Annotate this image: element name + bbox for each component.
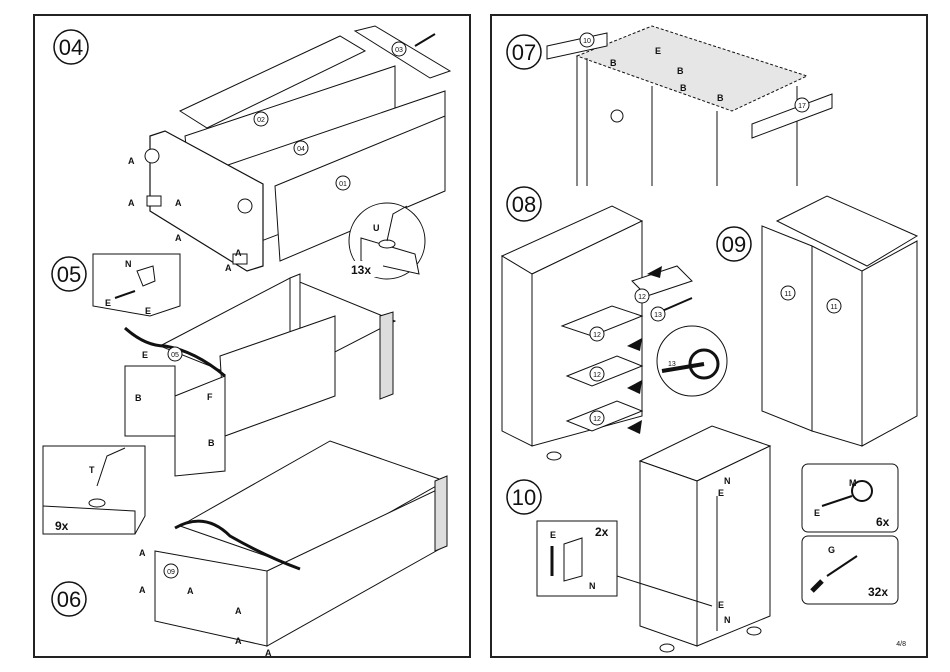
part-label: 10	[583, 38, 591, 45]
step-04-count: 13x	[351, 263, 371, 277]
box-end	[435, 476, 447, 551]
arrow	[415, 34, 435, 46]
hinge-letter: N	[724, 476, 731, 486]
frame-end	[380, 312, 393, 399]
part-label: 12	[593, 416, 601, 423]
connector-label: A	[235, 636, 242, 646]
connector-label: A	[128, 198, 135, 208]
step-10: 10 E N N E E N 2x	[507, 426, 770, 652]
connector-label: A	[187, 586, 194, 596]
hinge-letter: E	[718, 488, 724, 498]
panel-letter: E	[655, 46, 661, 56]
detail-letter: N	[589, 581, 596, 591]
foot	[747, 627, 761, 635]
connector-label: A	[139, 548, 146, 558]
part-label: 01	[339, 181, 347, 188]
foot-knob	[238, 199, 252, 213]
part-label: 13	[668, 361, 676, 368]
foot	[547, 452, 561, 460]
part-label: 12	[593, 372, 601, 379]
step-05: 05 N E E 05 B B F E	[52, 254, 395, 476]
detail-letter: E	[550, 530, 556, 540]
panel-letter: B	[717, 93, 724, 103]
foot	[660, 644, 674, 652]
cabinet-side	[697, 446, 770, 646]
leg-panel	[175, 376, 225, 476]
step-06: T 9x 09 A A A A A A 06	[43, 441, 447, 658]
part-label: 12	[638, 294, 646, 301]
connector-label: A	[175, 233, 182, 243]
part-label: 05	[171, 352, 179, 359]
step-09-count-hinge: 6x	[876, 515, 890, 529]
right-panel-drawing: 07 10 17 B B B B E 08 12 12 12	[492, 16, 930, 660]
part-label: 09	[167, 569, 175, 576]
door-11	[812, 246, 862, 446]
part-label: 17	[798, 103, 806, 110]
connector-label: A	[235, 606, 242, 616]
step-07-number: 07	[512, 40, 536, 65]
hinge-letter: E	[814, 508, 820, 518]
step-08-number: 08	[512, 192, 536, 217]
connector-label: A	[139, 585, 146, 595]
part-label: 04	[297, 146, 305, 153]
panel-17	[752, 94, 832, 138]
step-08: 08 12 12 12 12 13 13	[502, 187, 727, 460]
part-label: 12	[593, 332, 601, 339]
detail-label: E	[105, 298, 111, 308]
block	[147, 196, 161, 206]
cabinet-front	[640, 461, 697, 646]
detail-label: E	[145, 306, 151, 316]
step-04: 04 03 02 04 01 A A A A A A U 13x	[54, 26, 450, 279]
step-10-number: 10	[512, 485, 536, 510]
bracket-icon	[564, 538, 582, 581]
panel-letter: B	[610, 58, 617, 68]
connector-label: A	[235, 248, 242, 258]
tool-label: T	[89, 465, 95, 475]
nail-letter: G	[828, 545, 835, 555]
panel-letter: F	[207, 392, 213, 402]
cabinet-side	[862, 241, 917, 446]
step-05-number: 05	[57, 262, 81, 287]
connector-label: A	[128, 156, 135, 166]
part-label: 11	[830, 304, 837, 311]
step-10-count: 2x	[595, 525, 609, 539]
detail-label: N	[125, 259, 132, 269]
step-06-number: 06	[57, 587, 81, 612]
left-panel-drawing: 04 03 02 04 01 A A A A A A U 13x	[35, 16, 473, 660]
step-09-number: 09	[722, 232, 746, 257]
panel-letter: B	[208, 438, 215, 448]
arrow-icon	[627, 420, 642, 434]
panel-letter: B	[135, 393, 142, 403]
left-instruction-panel: 04 03 02 04 01 A A A A A A U 13x	[33, 14, 471, 658]
connector-label: A	[175, 198, 182, 208]
step-06-count: 9x	[55, 519, 69, 533]
hinge-letter: E	[718, 600, 724, 610]
cabinet-side	[502, 256, 532, 446]
dowel-hole	[89, 499, 105, 507]
door-11	[762, 226, 812, 431]
foot-knob	[145, 149, 159, 163]
part-label: 13	[654, 312, 662, 319]
panel-letter: B	[680, 83, 687, 93]
panel-letter: E	[142, 350, 148, 360]
page-number: 4/8	[896, 641, 906, 648]
connector-label: A	[265, 648, 272, 658]
pin-13	[662, 298, 692, 311]
part-label: 11	[784, 291, 791, 298]
hinge-letter: N	[724, 615, 731, 625]
hinge-letter: M	[849, 478, 857, 488]
step-09-count-nail: 32x	[868, 585, 888, 599]
right-instruction-panel: 07 10 17 B B B B E 08 12 12 12	[490, 14, 928, 658]
panel-letter: B	[677, 66, 684, 76]
tool-label: U	[373, 223, 380, 233]
leg-panel	[125, 366, 175, 436]
part-label: 03	[395, 47, 403, 54]
cam-hole	[379, 240, 395, 248]
step-07: 07 10 17 B B B B E	[507, 26, 832, 186]
cabinet-top-opening	[577, 26, 807, 111]
step-04-number: 04	[59, 35, 83, 60]
part-label: 02	[257, 117, 265, 124]
connector-label: A	[225, 263, 232, 273]
hole	[611, 110, 623, 122]
